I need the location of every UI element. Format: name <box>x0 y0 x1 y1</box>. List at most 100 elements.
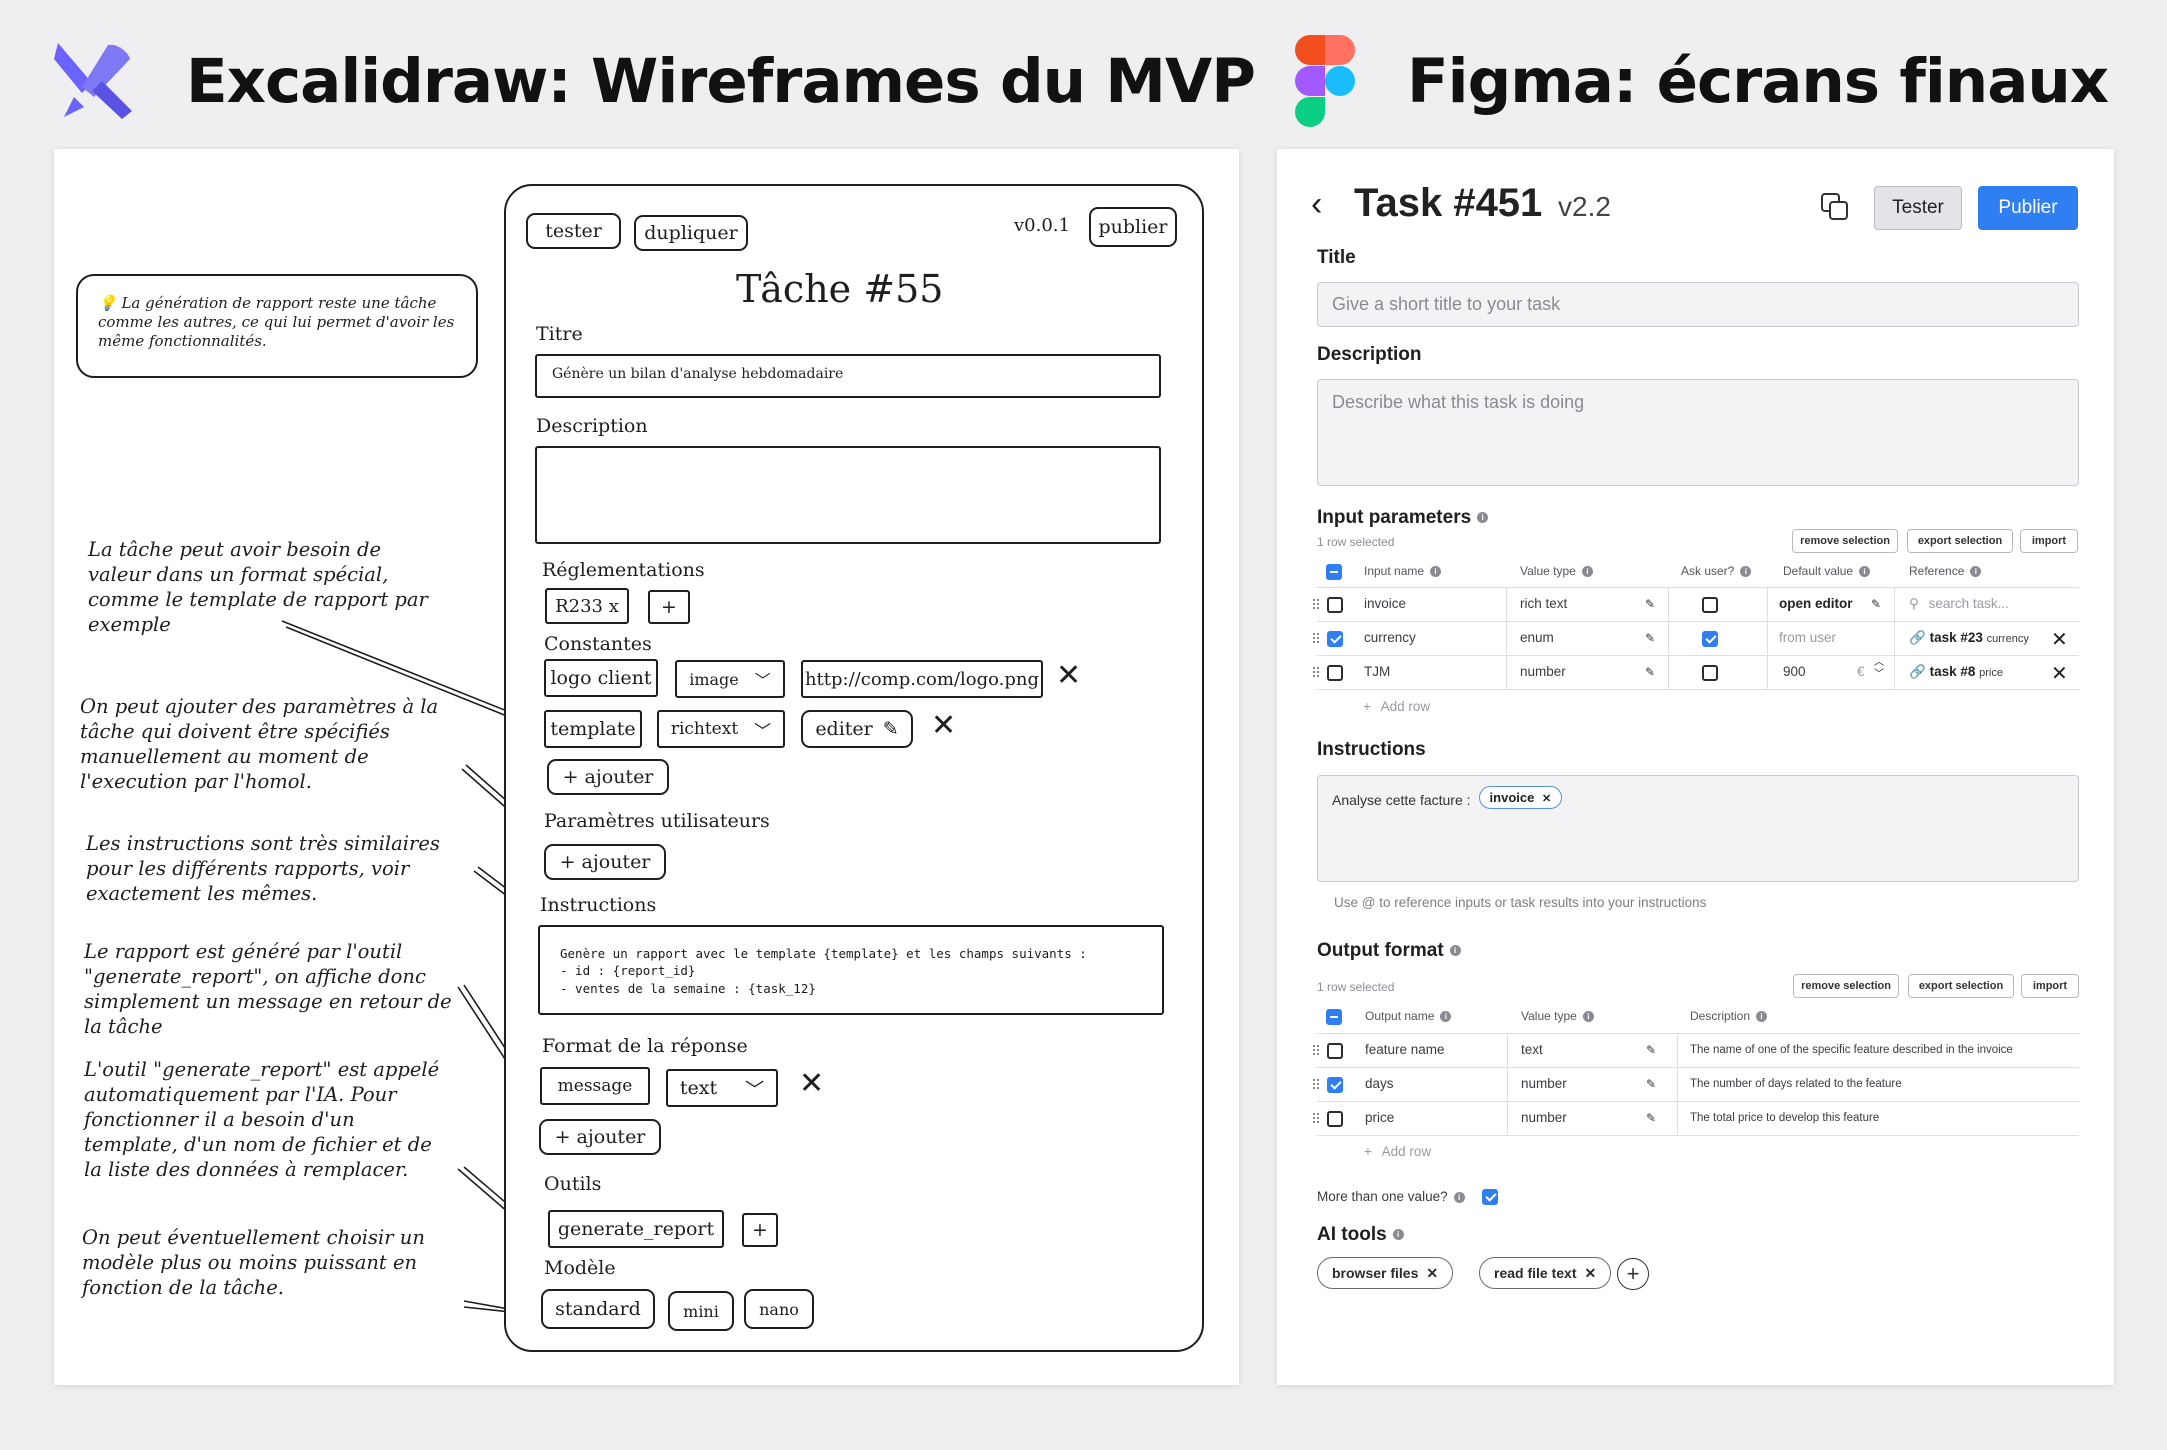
stepper-icon[interactable]: ︿﹀ <box>1874 657 1884 680</box>
modele-option[interactable]: mini <box>668 1291 734 1331</box>
drag-handle-icon[interactable] <box>1312 632 1320 644</box>
ask-user-checkbox[interactable] <box>1702 631 1718 647</box>
reglementation-tag[interactable]: R233 x <box>545 588 629 624</box>
add-row-label: Add row <box>1380 699 1431 714</box>
copy-icon[interactable] <box>1819 191 1851 223</box>
plus-icon: + <box>1364 1144 1372 1159</box>
titre-input[interactable] <box>535 354 1161 398</box>
output-name: feature name <box>1365 1042 1445 1057</box>
drag-handle-icon[interactable] <box>1312 598 1320 610</box>
row-checkbox[interactable] <box>1327 597 1343 613</box>
drag-handle-icon[interactable] <box>1312 1078 1320 1090</box>
export-selection-button[interactable]: export selection <box>1907 529 2013 553</box>
row-checkbox[interactable] <box>1327 631 1343 647</box>
pencil-icon[interactable]: ✎ <box>1646 1111 1657 1125</box>
note-instructions: Les instructions sont très similaires po… <box>86 832 440 905</box>
input-name: invoice <box>1364 596 1407 611</box>
table-divider <box>1317 1101 2079 1102</box>
instructions-chip[interactable]: invoice ✕ <box>1478 786 1563 809</box>
plus-icon: + <box>1626 1261 1640 1286</box>
editer-label: editer <box>815 718 873 740</box>
add-row-button[interactable]: + Add row <box>1364 1144 1431 1159</box>
pencil-icon[interactable]: ✎ <box>1645 631 1656 645</box>
default-value[interactable]: open editor <box>1779 596 1853 611</box>
ai-tool-chip[interactable]: read file text ✕ <box>1479 1257 1612 1289</box>
remove-constante-icon[interactable]: ✕ <box>1056 658 1082 693</box>
row-checkbox[interactable] <box>1327 665 1343 681</box>
pencil-icon[interactable]: ✎ <box>1645 597 1656 611</box>
output-format-title: Output format <box>1317 940 1444 961</box>
ask-user-checkbox[interactable] <box>1702 665 1718 681</box>
publier-button[interactable]: Publier <box>1978 186 2078 230</box>
format-field-name[interactable]: message <box>540 1067 650 1105</box>
remove-format-icon[interactable]: ✕ <box>799 1066 825 1101</box>
ask-user-checkbox[interactable] <box>1702 597 1718 613</box>
outil-value[interactable]: generate_report <box>548 1210 724 1248</box>
constante-value[interactable]: http://comp.com/logo.png <box>801 660 1043 698</box>
close-icon[interactable]: ✕ <box>2051 629 2068 651</box>
close-icon[interactable]: ✕ <box>1584 1264 1597 1281</box>
add-tool-button[interactable]: + <box>1617 1258 1649 1290</box>
editer-button[interactable]: editer ✎ <box>801 710 913 748</box>
default-value[interactable]: 900 <box>1783 664 1806 679</box>
table-divider <box>1317 1067 2079 1068</box>
tester-button[interactable]: tester <box>526 213 621 249</box>
format-type-select[interactable]: text ﹀ <box>666 1069 778 1107</box>
constante-type-select[interactable]: richtext ﹀ <box>657 710 785 748</box>
tester-button[interactable]: Tester <box>1874 186 1962 230</box>
more-than-one-checkbox[interactable] <box>1482 1189 1498 1205</box>
add-row-button[interactable]: + Add row <box>1363 699 1430 714</box>
publier-button[interactable]: publier <box>1089 207 1177 247</box>
add-reglementation-button[interactable]: + <box>648 590 690 624</box>
instructions-input[interactable]: Analyse cette facture : invoice ✕ <box>1317 775 2079 882</box>
reference-link[interactable]: 🔗 task #8 price <box>1909 664 2003 680</box>
title-label: Title <box>1317 247 1356 268</box>
constante-name[interactable]: template <box>544 710 642 748</box>
select-all-checkbox[interactable] <box>1326 564 1342 580</box>
instructions-hint: Use @ to reference inputs or task result… <box>1334 895 1707 910</box>
output-description: The total price to develop this feature <box>1690 1112 1880 1124</box>
close-icon[interactable]: ✕ <box>1541 793 1552 805</box>
back-chevron-icon[interactable]: ‹ <box>1311 185 1323 223</box>
import-button[interactable]: import <box>2021 974 2079 998</box>
add-format-button[interactable]: + ajouter <box>539 1119 661 1155</box>
outils-label: Outils <box>544 1173 602 1195</box>
close-icon[interactable]: ✕ <box>2051 663 2068 685</box>
title-input[interactable]: Give a short title to your task <box>1317 282 2079 327</box>
pencil-icon[interactable]: ✎ <box>1646 1043 1657 1057</box>
modele-option[interactable]: standard <box>541 1289 655 1329</box>
add-parametre-button[interactable]: + ajouter <box>544 844 666 880</box>
reference-link[interactable]: 🔗 task #23 currency <box>1909 630 2029 646</box>
pencil-icon[interactable]: ✎ <box>1871 597 1882 611</box>
ai-tool-chip[interactable]: browser files ✕ <box>1317 1257 1454 1289</box>
constante-type-select[interactable]: image ﹀ <box>675 660 785 698</box>
drag-handle-icon[interactable] <box>1312 1112 1320 1124</box>
close-icon[interactable]: ✕ <box>1426 1264 1439 1281</box>
row-checkbox[interactable] <box>1327 1077 1343 1093</box>
output-description: The number of days related to the featur… <box>1690 1078 1902 1090</box>
drag-handle-icon[interactable] <box>1312 666 1320 678</box>
row-checkbox[interactable] <box>1327 1043 1343 1059</box>
import-button[interactable]: import <box>2020 529 2078 553</box>
drag-handle-icon[interactable] <box>1312 1044 1320 1056</box>
dupliquer-button[interactable]: dupliquer <box>634 215 748 251</box>
description-input[interactable]: Describe what this task is doing <box>1317 379 2079 486</box>
row-checkbox[interactable] <box>1327 1111 1343 1127</box>
pencil-icon[interactable]: ✎ <box>1645 665 1656 679</box>
remove-selection-button[interactable]: remove selection <box>1792 529 1898 553</box>
description-input[interactable] <box>535 446 1161 544</box>
description-label: Description <box>1317 344 1422 365</box>
instructions-input[interactable] <box>538 925 1164 1015</box>
remove-constante-icon[interactable]: ✕ <box>931 708 957 743</box>
remove-selection-button[interactable]: remove selection <box>1793 974 1899 998</box>
add-outil-button[interactable]: + <box>742 1213 778 1247</box>
select-all-checkbox[interactable] <box>1326 1009 1342 1025</box>
add-constante-button[interactable]: + ajouter <box>547 759 669 795</box>
export-selection-button[interactable]: export selection <box>1908 974 2014 998</box>
modele-option[interactable]: nano <box>744 1289 814 1329</box>
constante-name[interactable]: logo client <box>544 659 658 697</box>
search-task-input[interactable]: ⚲ search task... <box>1909 596 2009 612</box>
pencil-icon[interactable]: ✎ <box>1646 1077 1657 1091</box>
